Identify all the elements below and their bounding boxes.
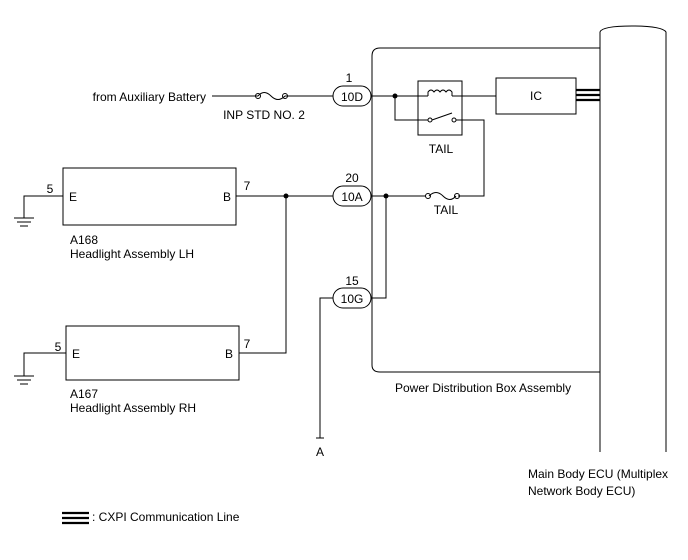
fuse-tail-terminal-right <box>454 193 460 199</box>
fuse-inp-std-no2 <box>257 92 286 100</box>
lh-term-b: B <box>223 190 231 204</box>
rh-name: Headlight Assembly RH <box>70 401 196 415</box>
rh-code: A167 <box>70 387 98 401</box>
cxpi-line <box>576 88 600 102</box>
tail-relay-label: TAIL <box>429 142 454 156</box>
fuse-inp-label: INP STD NO. 2 <box>223 108 305 122</box>
connector-10d-label: 10D <box>341 90 363 104</box>
lh-code: A168 <box>70 233 98 247</box>
ic-label: IC <box>530 89 542 103</box>
lh-pin-b: 7 <box>244 179 251 193</box>
relay-coil <box>427 89 453 96</box>
rh-pin-e: 5 <box>55 340 62 354</box>
junction-10d <box>392 93 398 99</box>
legend-cxpi-symbol <box>62 511 89 525</box>
relay-contact-arm <box>431 112 453 121</box>
ecu-block <box>599 25 667 452</box>
tail-fuse-label: TAIL <box>434 203 459 217</box>
legend-label: : CXPI Communication Line <box>92 510 240 524</box>
connector-10d-pin: 1 <box>346 71 353 85</box>
fuse-inp-terminal-left <box>255 93 261 99</box>
connector-10a-label: 10A <box>341 190 362 204</box>
headlight-rh-b-wire <box>239 196 287 354</box>
headlight-lh-box <box>62 167 237 226</box>
lh-pin-e: 5 <box>47 182 54 196</box>
headlight-rh-ground-wire <box>23 352 66 376</box>
ecu-name-line1: Main Body ECU (Multiplex <box>528 467 668 481</box>
headlight-lh-ground-wire <box>23 195 63 218</box>
ecu-name-line2: Network Body ECU) <box>528 484 635 498</box>
relay-contact-terminal-right <box>451 117 457 123</box>
connector-10a-pin: 20 <box>345 171 359 185</box>
relay-contact-terminal-left <box>427 117 433 123</box>
junction-10a <box>383 193 389 199</box>
relay-contact-wire-in <box>394 96 428 121</box>
tail-relay-box <box>417 80 463 136</box>
junction-headlight-b <box>283 193 289 199</box>
lh-term-e: E <box>69 190 77 204</box>
rh-term-b: B <box>225 347 233 361</box>
wire-10g-ground <box>319 297 333 438</box>
power-distribution-box <box>371 47 600 373</box>
wire-10g-inside <box>371 196 387 299</box>
headlight-rh-box <box>65 325 240 381</box>
ground-ref-label: A <box>316 445 324 459</box>
lh-name: Headlight Assembly LH <box>70 247 194 261</box>
rh-term-e: E <box>72 347 80 361</box>
battery-source-label: from Auxiliary Battery <box>93 90 206 104</box>
rh-pin-b: 7 <box>244 337 251 351</box>
connector-10g-label: 10G <box>341 292 364 306</box>
fuse-tail <box>428 192 457 200</box>
power-distribution-box-label: Power Distribution Box Assembly <box>395 381 571 395</box>
fuse-tail-terminal-left <box>425 193 431 199</box>
connector-10g-pin: 15 <box>345 274 359 288</box>
relay-contact-wire-out <box>456 119 485 197</box>
